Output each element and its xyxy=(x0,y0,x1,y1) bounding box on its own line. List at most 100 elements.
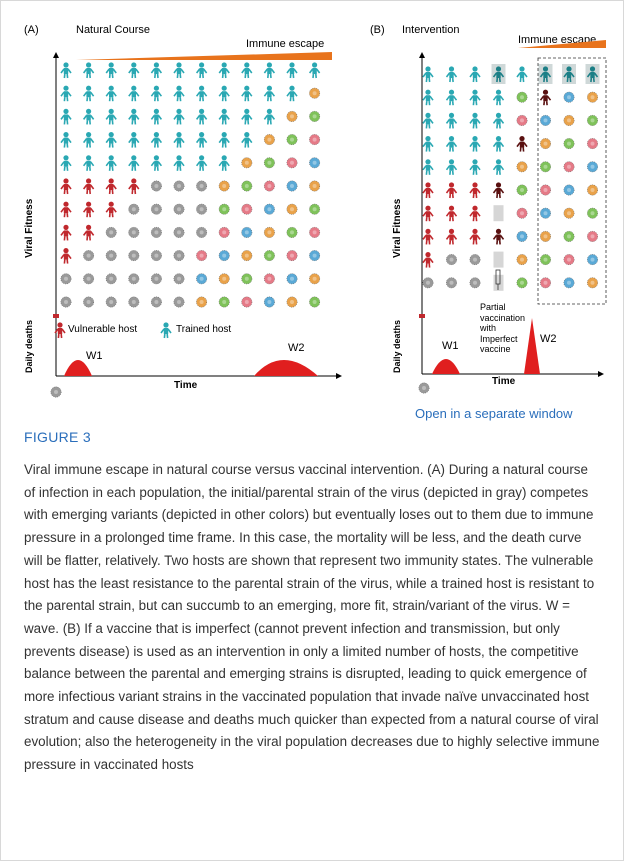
virus-icon xyxy=(218,226,230,238)
virus-icon xyxy=(60,273,72,285)
trained-host-icon xyxy=(128,85,140,102)
figure-caption: Viral immune escape in natural course ve… xyxy=(24,462,600,773)
virus-core xyxy=(520,257,524,262)
trained-host-icon xyxy=(60,132,72,148)
trained-host-icon xyxy=(516,66,528,83)
trained-host-icon xyxy=(492,89,505,106)
virus-icon xyxy=(196,250,208,262)
panel-b-y-arrow xyxy=(419,52,425,58)
virus-icon xyxy=(286,110,298,122)
virus-core xyxy=(86,300,91,304)
virus-icon xyxy=(173,273,185,285)
virus-icon xyxy=(241,157,253,169)
panel-a-title: Natural Course xyxy=(76,24,150,36)
virus-icon xyxy=(540,207,551,219)
virus-core xyxy=(177,276,181,281)
virus-icon xyxy=(150,273,162,285)
placeholder-block xyxy=(493,251,504,268)
virus-core xyxy=(86,276,91,281)
virus-icon xyxy=(263,203,275,215)
virus-icon xyxy=(128,296,140,308)
vaccine-note-line: Partial xyxy=(480,302,506,312)
virus-core xyxy=(312,137,317,142)
virus-core xyxy=(244,253,249,258)
trained-host-icon xyxy=(241,85,253,102)
virus-core xyxy=(543,118,548,123)
figure-title: FIGURE 3 xyxy=(24,429,91,445)
virus-core xyxy=(244,276,249,281)
virus-icon xyxy=(128,250,140,262)
virus-core xyxy=(267,160,272,165)
virus-icon xyxy=(516,114,528,126)
virus-icon xyxy=(309,203,321,215)
virus-core xyxy=(567,164,571,169)
virus-icon xyxy=(196,203,208,215)
vulnerable-host-icon xyxy=(422,228,434,245)
trained-host-icon xyxy=(469,159,481,175)
virus-core xyxy=(290,160,294,165)
virus-core xyxy=(154,253,159,258)
virus-core xyxy=(520,211,524,216)
virus-icon xyxy=(422,277,434,289)
trained-host-icon xyxy=(195,62,208,79)
trained-host-icon xyxy=(422,112,434,129)
virus-core xyxy=(520,234,524,239)
virus-icon xyxy=(218,273,230,285)
virus-icon xyxy=(83,250,95,262)
virus-icon xyxy=(263,226,275,238)
virus-icon xyxy=(587,161,598,173)
virus-core xyxy=(222,276,227,281)
virus-core xyxy=(267,184,272,188)
virus-core xyxy=(567,95,571,100)
virus-core xyxy=(590,280,595,285)
trained-host-icon xyxy=(286,62,298,79)
virus-core xyxy=(290,276,294,281)
trained-host-icon xyxy=(241,108,253,125)
virus-icon xyxy=(309,250,321,262)
panel-b-wave-1 xyxy=(432,359,460,374)
virus-core xyxy=(590,141,595,146)
virus-core xyxy=(222,207,227,212)
virus-core xyxy=(154,276,159,281)
panel-a-escape-bar xyxy=(76,52,332,60)
virus-core xyxy=(590,95,595,100)
virus-icon xyxy=(446,254,457,266)
virus-core xyxy=(312,300,317,304)
virus-core xyxy=(222,230,227,235)
trained-host-icon xyxy=(173,108,185,125)
trained-host-icon xyxy=(105,108,117,125)
open-separate-window-link[interactable]: Open in a separate window xyxy=(415,406,573,421)
virus-icon xyxy=(286,226,298,238)
virus-icon xyxy=(286,180,298,192)
trained-host-icon xyxy=(150,108,163,125)
virus-icon xyxy=(150,180,162,192)
virus-icon xyxy=(309,226,321,238)
virus-core xyxy=(64,300,68,304)
virus-core xyxy=(177,207,181,212)
figure-graphics xyxy=(50,40,607,398)
virus-icon xyxy=(128,226,140,238)
vulnerable-host-icon xyxy=(445,228,458,245)
virus-icon xyxy=(563,230,575,242)
trained-host-icon xyxy=(241,132,253,148)
virus-core xyxy=(543,280,548,285)
virus-core xyxy=(312,276,317,281)
trained-host-icon xyxy=(195,85,208,102)
virus-core xyxy=(86,253,91,258)
placeholder-block xyxy=(493,274,504,291)
virus-icon xyxy=(196,296,208,308)
virus-core xyxy=(543,234,548,239)
trained-host-icon xyxy=(60,108,72,125)
trained-host-icon xyxy=(195,155,208,171)
panel-a-deaths-marker xyxy=(53,314,59,318)
trained-host-icon xyxy=(263,108,276,125)
vaccinated-vulnerable-host-icon xyxy=(492,228,505,245)
virus-core xyxy=(244,184,249,188)
trained-host-icon xyxy=(241,62,253,79)
virus-core xyxy=(199,276,204,281)
trained-host-icon xyxy=(218,85,230,102)
virus-icon xyxy=(218,180,230,192)
trained-host-icon xyxy=(422,159,434,175)
virus-core xyxy=(567,280,571,285)
virus-core xyxy=(312,91,317,96)
